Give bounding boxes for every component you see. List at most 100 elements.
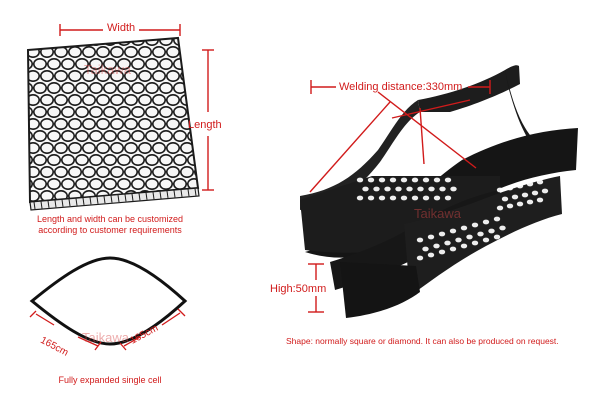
edge-tick [173,190,176,198]
honeycomb-cell [152,70,167,83]
honeycomb-cell [194,166,198,179]
honeycomb-cell [117,154,132,167]
honeycomb-cell [110,142,125,155]
width-label: Width [107,22,136,34]
honeycomb-cell [89,130,104,143]
honeycomb-cell [68,142,83,155]
perforation-hole [501,196,509,202]
honeycomb-cell [166,118,181,131]
perforation-hole [455,119,463,125]
honeycomb-cell [75,82,90,95]
height-label: High:50mm [270,283,327,295]
honeycomb-cell [117,82,132,95]
honeycomb-cell [138,118,153,131]
honeycomb-cell [32,130,47,143]
honeycomb-cell [82,118,97,131]
edge-tick [68,199,71,207]
perforation-hole [411,195,419,201]
honeycomb-cell [209,47,221,57]
perforation-hole [422,177,430,183]
edge-tick [75,198,78,206]
perforation-hole [516,201,524,207]
edge-tick [33,201,36,210]
width-dimension [59,24,181,36]
honeycomb-cell [75,154,90,167]
perforation-hole [367,177,375,183]
honeycomb-cell [89,106,104,119]
honeycomb-cell [145,154,160,167]
perforation-hole [460,243,468,249]
honeycomb-cell [89,82,104,95]
honeycomb-cell [96,166,111,179]
honeycomb-cell [159,57,174,70]
perforation-hole [438,231,446,237]
honeycomb-cell [124,142,139,155]
honeycomb-cell [82,166,97,179]
honeycomb-cell [53,142,68,155]
honeycomb-cell [138,166,153,179]
honeycomb-cell [194,94,198,107]
honeycomb-cell [82,70,97,83]
honeycomb-cell [110,70,125,83]
watermark-cell: Taikawa [82,330,129,345]
honeycomb-cell [82,94,97,107]
honeycomb-cell [28,106,33,119]
perforation-hole [450,186,457,192]
perforation-hole [378,195,386,201]
honeycomb-cell [117,130,132,143]
honeycomb-cell [28,94,40,107]
perforation-hole [422,246,429,252]
perforation-hole [362,186,369,192]
cell-dimensions [29,308,186,351]
perforation-hole [356,177,364,183]
perforation-hole [445,121,453,127]
honeycomb-cell [68,118,83,131]
honeycomb-cell [202,227,214,237]
perforation-hole [477,231,484,237]
honeycomb-cell [124,118,139,131]
perforation-hole [433,243,440,249]
perforation-hole [506,203,514,209]
honeycomb-cell [131,82,146,95]
honeycomb-cell [202,35,214,45]
honeycomb-cell [223,47,235,57]
perforation-hole [465,117,473,123]
edge-tick [110,195,113,203]
honeycomb-cell [83,239,95,249]
honeycomb-cell [138,142,153,155]
honeycomb-cell [46,178,61,191]
edge-tick [145,192,148,200]
perforation-hole [440,129,448,135]
geocell-strip-photo [300,65,578,318]
perforation-hole [435,123,443,129]
perforation-hole [488,228,495,234]
honeycomb-cell [152,166,167,179]
honeycomb-cell [180,45,195,58]
honeycomb-cell [124,45,139,58]
honeycomb-cell [96,94,111,107]
honeycomb-cell [145,57,160,70]
honeycomb-cell [194,142,198,155]
honeycomb-cell [60,82,75,95]
honeycomb-cell [194,70,198,83]
honeycomb-cell [124,94,139,107]
honeycomb-cell [223,215,235,225]
edge-tick [159,191,162,199]
honeycomb-cell [188,203,200,213]
honeycomb-cell [39,70,54,83]
honeycomb-cell [223,191,235,201]
honeycomb-cell [39,118,54,131]
perforation-hole [466,234,473,240]
honeycomb-cell [216,227,228,237]
honeycomb-cell [159,82,174,95]
honeycomb-cell [103,178,118,191]
perforation-hole [427,252,435,258]
honeycomb-cell [159,154,174,167]
honeycomb-cell [46,82,61,95]
single-cell-caption: Fully expanded single cell [58,375,162,385]
honeycomb-cell [96,70,111,83]
honeycomb-cell [209,239,221,249]
honeycomb-cell [159,106,174,119]
honeycomb-cell [166,142,181,155]
honeycomb-cell [69,239,81,249]
